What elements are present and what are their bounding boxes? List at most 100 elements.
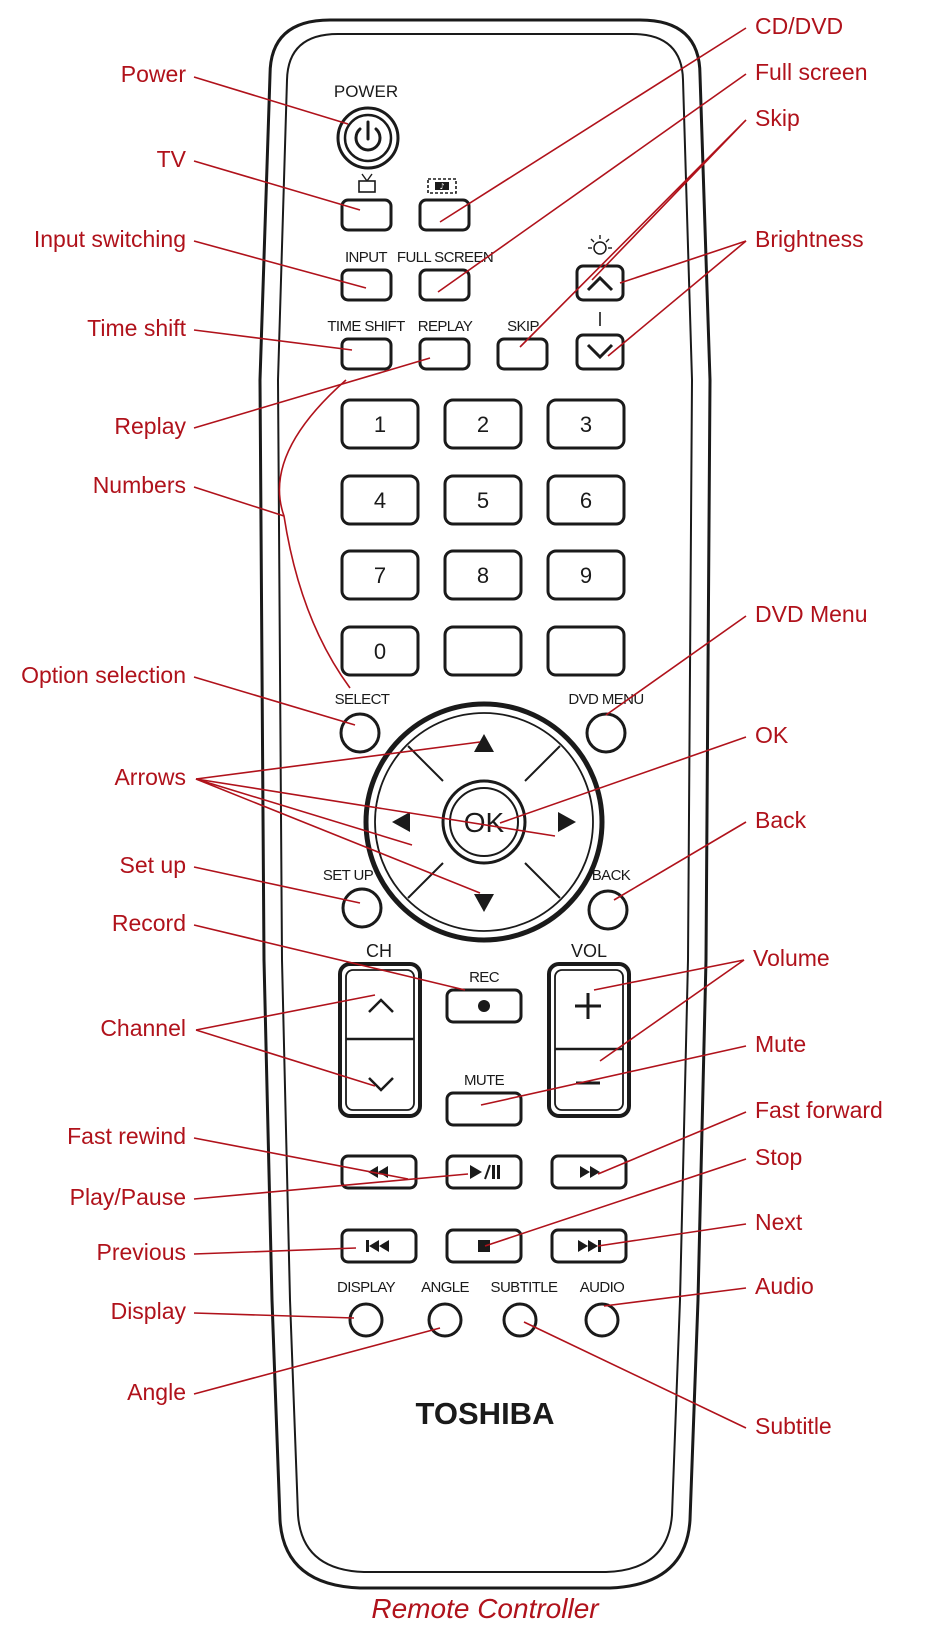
down-arrow-button[interactable] (474, 894, 494, 912)
left-arrow-button[interactable] (392, 812, 410, 832)
leader-angle (193, 1327, 441, 1395)
skip-button[interactable] (496, 337, 549, 371)
callout-power: Power (121, 61, 187, 87)
callout-display: Display (111, 1298, 187, 1324)
stop-button[interactable] (445, 1228, 523, 1264)
num-1-label: 1 (374, 412, 386, 437)
remote-body (258, 18, 712, 1590)
leader-play-pause (193, 1173, 469, 1200)
num-6-button[interactable] (546, 474, 626, 526)
brand-logo: TOSHIBA (416, 1396, 555, 1431)
channel-down-button[interactable] (346, 1039, 414, 1110)
dvd-menu-label: DVD MENU (568, 691, 643, 708)
fast-forward-button[interactable] (550, 1154, 628, 1190)
callout-ok: OK (755, 722, 789, 748)
input-label: INPUT (345, 249, 387, 266)
num-5-label: 5 (477, 488, 489, 513)
record-button[interactable] (445, 988, 523, 1024)
input-button[interactable] (340, 268, 393, 302)
callout-mute: Mute (755, 1031, 806, 1057)
display-button[interactable] (348, 1302, 384, 1338)
leader-cd-dvd (439, 27, 747, 223)
leader-mute (480, 1045, 747, 1106)
num-8-button[interactable] (443, 549, 523, 601)
num-0-label: 0 (374, 639, 386, 664)
num-0-button[interactable] (340, 625, 420, 677)
callouts-right: CD/DVD Full screen Skip Brightness DVD M… (753, 13, 883, 1439)
number-pad: 1 2 3 4 5 6 7 8 9 0 (340, 398, 626, 677)
leader-arrows-down (195, 778, 481, 894)
volume-up-button[interactable] (555, 970, 623, 1049)
full-screen-button[interactable] (418, 268, 471, 302)
callout-next: Next (755, 1209, 803, 1235)
num-5-button[interactable] (443, 474, 523, 526)
callout-stop: Stop (755, 1144, 802, 1170)
time-shift-button[interactable] (340, 337, 393, 371)
num-9-button[interactable] (546, 549, 626, 601)
num-6-label: 6 (580, 488, 592, 513)
callout-replay: Replay (114, 413, 186, 439)
num-4-button[interactable] (340, 474, 420, 526)
volume-down-button[interactable] (555, 1049, 623, 1110)
num-8-label: 8 (477, 563, 489, 588)
callouts-left: Power TV Input switching Time shift Repl… (21, 61, 187, 1405)
audio-button[interactable] (584, 1302, 620, 1338)
leader-full-screen (437, 73, 747, 293)
play-pause-icon (470, 1164, 500, 1180)
callout-record: Record (112, 910, 186, 936)
callout-fast-forward: Fast forward (755, 1097, 883, 1123)
audio-label: AUDIO (580, 1279, 625, 1296)
ok-button[interactable] (441, 779, 527, 865)
blank-key-1[interactable] (443, 625, 523, 677)
disc-film-icon: ♪ (427, 178, 457, 194)
leader-previous (193, 1247, 357, 1255)
back-button[interactable] (587, 889, 629, 931)
leader-lines (193, 27, 747, 1429)
set-up-button[interactable] (341, 887, 383, 929)
leader-arrows-left (195, 778, 556, 837)
subtitle-button[interactable] (502, 1302, 538, 1338)
callout-skip: Skip (755, 105, 800, 131)
rewind-button[interactable] (340, 1154, 418, 1190)
callout-back: Back (755, 807, 807, 833)
callout-cd-dvd: CD/DVD (755, 13, 843, 39)
svg-text:♪: ♪ (439, 182, 444, 191)
next-button[interactable] (550, 1228, 628, 1264)
leader-brightness-down (607, 240, 747, 357)
leader-set-up (193, 866, 361, 904)
power-icon (354, 120, 382, 152)
channel-up-button[interactable] (346, 970, 414, 1039)
select-button[interactable] (339, 712, 381, 754)
leader-time-shift (193, 329, 353, 351)
callout-tv: TV (157, 146, 187, 172)
blank-key-2[interactable] (546, 625, 626, 677)
play-pause-button[interactable] (445, 1154, 523, 1190)
leader-replay (193, 357, 431, 429)
num-7-button[interactable] (340, 549, 420, 601)
num-1-button[interactable] (340, 398, 420, 450)
leader-arrows-right (195, 778, 413, 846)
subtitle-label: SUBTITLE (491, 1279, 558, 1296)
power-button[interactable] (336, 106, 400, 170)
cd-dvd-button[interactable] (418, 198, 471, 232)
num-9-label: 9 (580, 563, 592, 588)
stop-icon (478, 1240, 490, 1252)
leader-arrows-up (195, 741, 481, 780)
dvd-menu-button[interactable] (585, 712, 627, 754)
previous-button[interactable] (340, 1228, 418, 1264)
callout-channel: Channel (100, 1015, 186, 1041)
full-screen-label: FULL SCREEN (397, 249, 493, 266)
right-arrow-button[interactable] (558, 812, 576, 832)
brightness-down-button[interactable] (575, 333, 625, 371)
display-label: DISPLAY (337, 1279, 396, 1296)
num-7-label: 7 (374, 563, 386, 588)
leader-audio (603, 1287, 747, 1307)
num-3-button[interactable] (546, 398, 626, 450)
angle-button[interactable] (427, 1302, 463, 1338)
tv-icon (358, 173, 376, 193)
replay-button[interactable] (418, 337, 471, 371)
tv-button[interactable] (340, 198, 393, 232)
up-arrow-button[interactable] (474, 734, 494, 752)
num-2-button[interactable] (443, 398, 523, 450)
